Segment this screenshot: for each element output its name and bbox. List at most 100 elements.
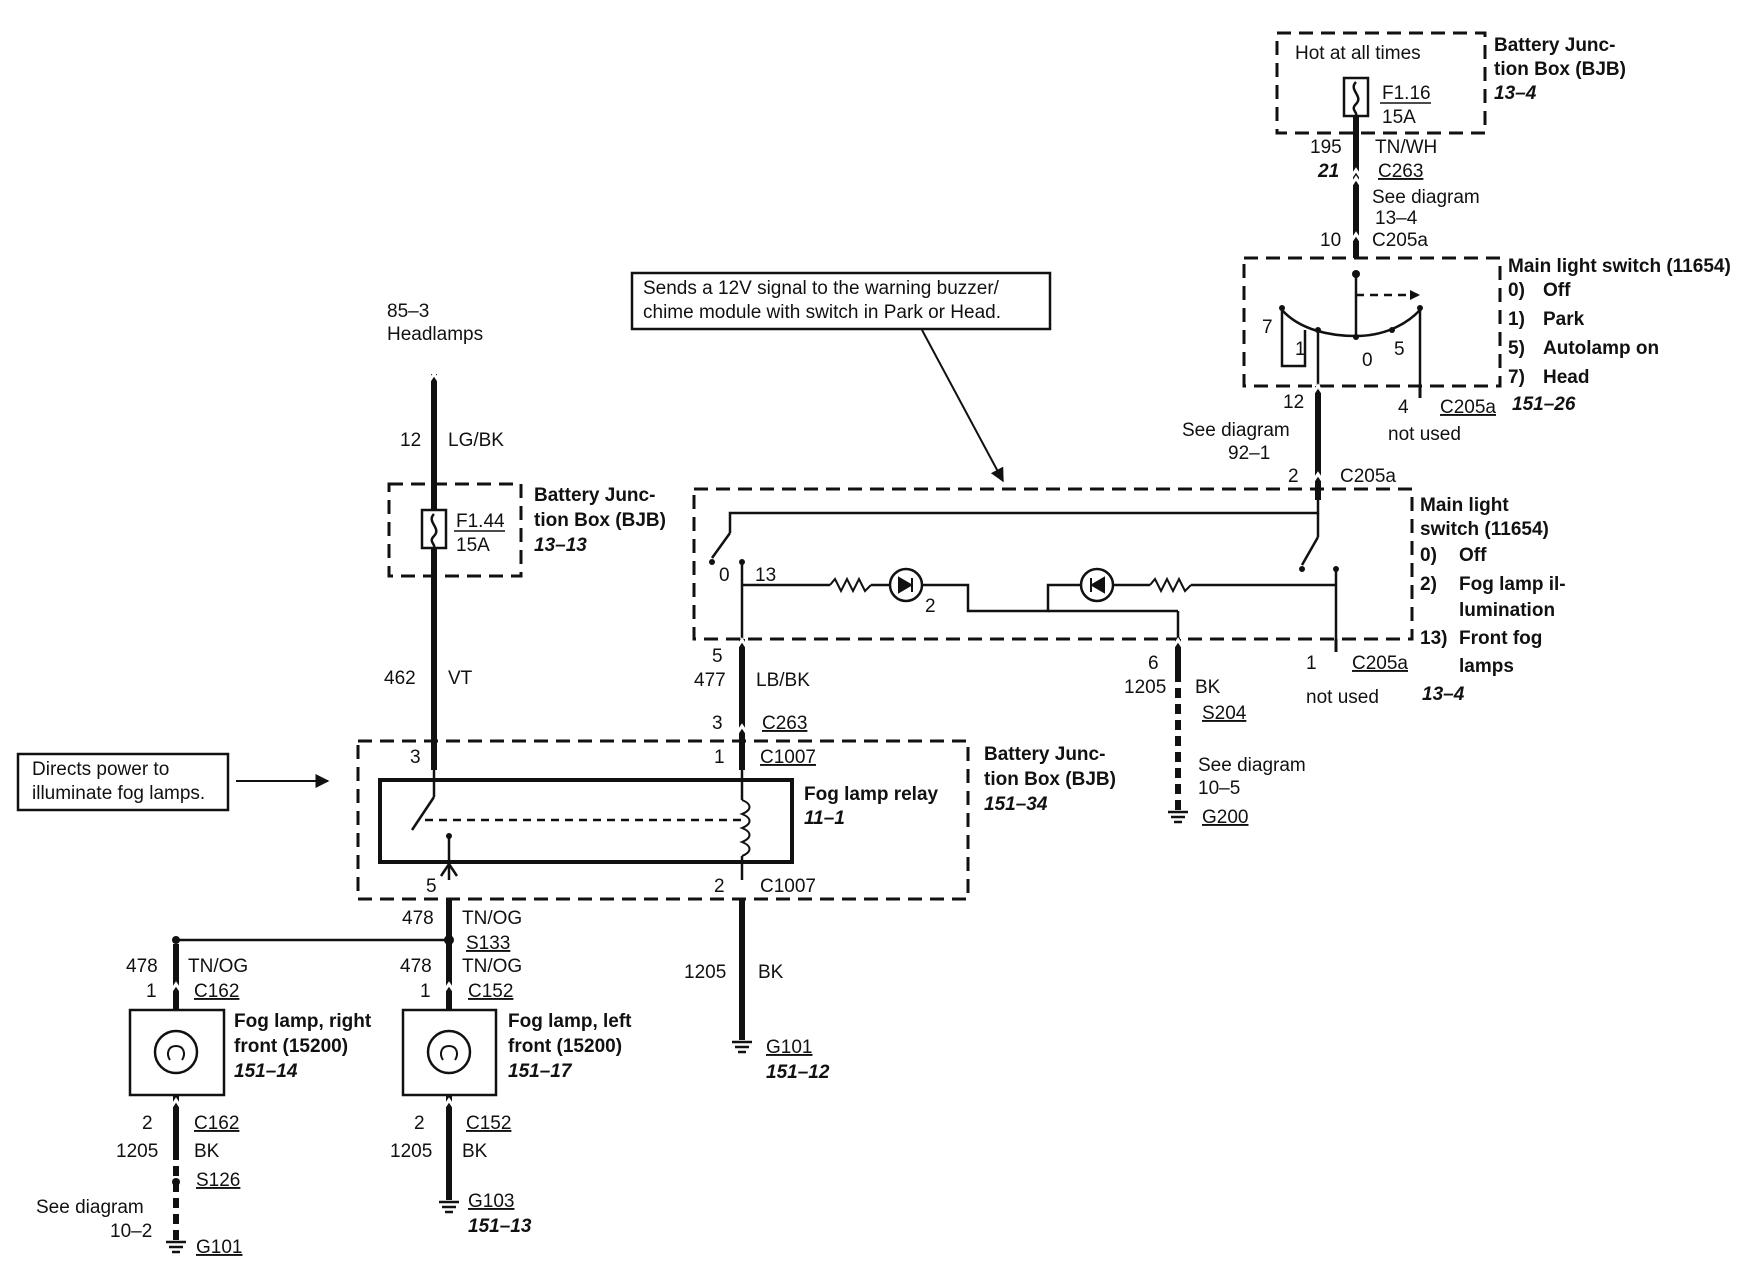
fog-lamp-relay bbox=[378, 778, 794, 864]
wire-195: 195 TN/WH 21 C263 See diagram 13–4 10 C2… bbox=[1310, 116, 1480, 258]
switch-top-off: Off bbox=[1543, 280, 1571, 301]
fog-right-connector: C162 bbox=[194, 981, 239, 1002]
note-buzzer: Sends a 12V signal to the warning buzzer… bbox=[630, 271, 1052, 483]
switch-top-see: See diagram bbox=[1182, 420, 1290, 441]
bjb-relay: 3 1 C1007 5 2 C1007 Fog lamp relay 11–1 … bbox=[356, 739, 1116, 901]
wire-195-see: See diagram bbox=[1372, 187, 1480, 208]
bjb-mid-title-1: Battery Junc- bbox=[534, 485, 655, 506]
fog-left-color: TN/OG bbox=[462, 956, 522, 977]
switch-top-pos-7: 7 bbox=[1262, 317, 1273, 338]
fog-right-pin2: 2 bbox=[142, 1113, 153, 1134]
headlamps-feed: 85–3 Headlamps 12 LG/BK bbox=[387, 301, 504, 500]
switch-fog-fog2: lumination bbox=[1459, 600, 1555, 621]
fog-left-conn2: C152 bbox=[466, 1113, 511, 1134]
wire-195-pin: 21 bbox=[1317, 161, 1339, 182]
note-power-line2: illuminate fog lamps. bbox=[32, 783, 205, 804]
wire-1205-switch: 6 1205 BK S204 See diagram 10–5 G200 1 C… bbox=[1124, 637, 1408, 828]
splice-s204: S204 bbox=[1202, 703, 1247, 724]
fuse-f144-amp: 15A bbox=[456, 535, 490, 556]
bjb-mid-title-2: tion Box (BJB) bbox=[534, 510, 666, 531]
switch-top-see-ref: 92–1 bbox=[1228, 443, 1270, 464]
fuse-f144-icon bbox=[420, 508, 448, 550]
switch-fog-pin1: 1 bbox=[1306, 653, 1317, 674]
fuse-f116-label: F1.16 bbox=[1382, 83, 1431, 104]
wire-478-circuit: 478 bbox=[402, 908, 434, 929]
switch-fog-front2: lamps bbox=[1459, 656, 1514, 677]
ground-g101-relay-ref: 151–12 bbox=[766, 1062, 830, 1083]
wire-1205-sw-see-ref: 10–5 bbox=[1198, 778, 1240, 799]
switch-fog-title-2: switch (11654) bbox=[1420, 519, 1549, 540]
ground-g200-icon bbox=[1168, 810, 1188, 824]
fog-right-name-2: front (15200) bbox=[234, 1036, 348, 1057]
wire-1205-sw-color: BK bbox=[1195, 677, 1221, 698]
fog-left-connector: C152 bbox=[468, 981, 513, 1002]
wire-1205-sw-circuit: 1205 bbox=[1124, 677, 1166, 698]
note-buzzer-line1: Sends a 12V signal to the warning buzzer… bbox=[643, 278, 1000, 299]
fog-left-circuit: 478 bbox=[400, 956, 432, 977]
fog-right-see-ref: 10–2 bbox=[110, 1221, 152, 1242]
switch-top-p5: 5) bbox=[1508, 338, 1525, 359]
relay-pin3: 3 bbox=[410, 747, 421, 768]
switch-fog-pos-2: 2 bbox=[925, 596, 936, 617]
wire-195-connector: C263 bbox=[1378, 161, 1423, 182]
splice-s133: S133 bbox=[466, 933, 510, 954]
bjb-top-title-2: tion Box (BJB) bbox=[1494, 59, 1626, 80]
switch-fog-front1: Front fog bbox=[1459, 628, 1542, 649]
fog-right-circuit2: 1205 bbox=[116, 1141, 158, 1162]
wire-477: 5 477 LB/BK 3 C263 bbox=[694, 637, 810, 770]
switch-top-p0: 0) bbox=[1508, 280, 1525, 301]
fuse-f116-amp: 15A bbox=[1382, 107, 1416, 128]
fog-right-conn2: C162 bbox=[194, 1113, 239, 1134]
switch-top-not-used: not used bbox=[1388, 424, 1461, 445]
fog-lamp-right-bulb-icon bbox=[153, 1029, 199, 1075]
relay-ground-color: BK bbox=[758, 962, 784, 983]
bjb-top: Hot at all times F1.16 15A Battery Junc-… bbox=[1275, 31, 1626, 135]
fog-left-circuit2: 1205 bbox=[390, 1141, 432, 1162]
ground-g103-icon bbox=[439, 1200, 459, 1214]
wire-195-see-ref: 13–4 bbox=[1375, 208, 1418, 229]
main-light-switch-fog: 0 13 2 Main light switch (11654) 0) Off … bbox=[692, 487, 1566, 705]
switch-fog-p13: 13) bbox=[1420, 628, 1447, 649]
bjb-mid: F1.44 15A Battery Junc- tion Box (BJB) 1… bbox=[387, 482, 666, 578]
ground-g103-ref: 151–13 bbox=[468, 1216, 532, 1237]
switch-fog-not-used: not used bbox=[1306, 687, 1379, 708]
switch-fog-off: Off bbox=[1459, 545, 1487, 566]
fog-left-name-1: Fog lamp, left bbox=[508, 1011, 632, 1032]
switch-top-title: Main light switch (11654) bbox=[1508, 256, 1731, 277]
switch-top-ref: 151–26 bbox=[1512, 394, 1576, 415]
bjb-relay-title-1: Battery Junc- bbox=[984, 744, 1105, 765]
fog-right-name-1: Fog lamp, right bbox=[234, 1011, 372, 1032]
bjb-mid-ref: 13–13 bbox=[534, 535, 587, 556]
switch-top-pos-0: 0 bbox=[1362, 350, 1373, 371]
switch-fog-pos-13: 13 bbox=[755, 565, 776, 586]
wire-478: 478 TN/OG S133 bbox=[176, 899, 522, 1010]
switch-fog-p2: 2) bbox=[1420, 574, 1437, 595]
wire-478-color: TN/OG bbox=[462, 908, 522, 929]
fog-right-circuit: 478 bbox=[126, 956, 158, 977]
fog-left-pin: 1 bbox=[420, 981, 431, 1002]
switch-top-conn2: C205a bbox=[1340, 466, 1396, 487]
ground-g101-relay-label: G101 bbox=[766, 1037, 812, 1058]
relay-ground: 1205 BK G101 151–12 bbox=[684, 899, 830, 1083]
switch-fog-p0: 0) bbox=[1420, 545, 1437, 566]
switch-top-pin12: 12 bbox=[1283, 392, 1304, 413]
wire-switch-link: 12 4 C205a not used See diagram 92–1 2 C… bbox=[1182, 383, 1496, 500]
bjb-top-title-1: Battery Junc- bbox=[1494, 35, 1615, 56]
switch-fog-pin5: 5 bbox=[712, 646, 723, 667]
switch-top-p1: 1) bbox=[1508, 309, 1525, 330]
headlamps-label: Headlamps bbox=[387, 324, 483, 345]
note-power-line1: Directs power to bbox=[32, 759, 169, 780]
switch-top-park: Park bbox=[1543, 309, 1585, 330]
switch-top-head: Head bbox=[1543, 367, 1589, 388]
wire-477-pin: 3 bbox=[712, 713, 723, 734]
wire-462-color: VT bbox=[448, 668, 473, 689]
fog-left-name-2: front (15200) bbox=[508, 1036, 622, 1057]
switch-top-pos-5: 5 bbox=[1394, 339, 1405, 360]
fog-left-color2: BK bbox=[462, 1141, 488, 1162]
bjb-top-ref: 13–4 bbox=[1494, 83, 1537, 104]
fog-left-pin2: 2 bbox=[414, 1113, 425, 1134]
wire-195-circuit: 195 bbox=[1310, 137, 1342, 158]
note-buzzer-line2: chime module with switch in Park or Head… bbox=[643, 302, 1001, 323]
hot-at-all-times-label: Hot at all times bbox=[1295, 43, 1421, 64]
